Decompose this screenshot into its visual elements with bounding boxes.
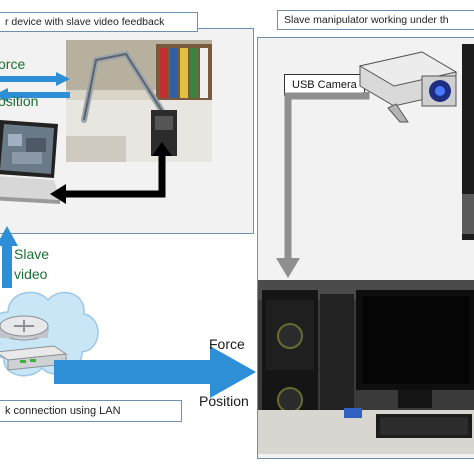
lan-connection-caption: k connection using LAN [0,400,182,422]
slave-robot-photo [462,44,474,240]
workstation-photo [258,280,474,454]
force-arrow [0,72,70,86]
video-feedback-arrow [50,142,172,204]
laptop-icon [0,120,60,204]
slave-video-label-line1: Slave [14,246,50,262]
slave-video-arrow [0,226,18,288]
master-force-label: orce [0,56,26,72]
position-arrow [0,88,70,102]
lan-force-label: Force [209,336,245,352]
camera-feed-arrow [276,92,370,278]
lan-force-position-arrow [54,346,256,398]
slave-video-label-line2: video [14,266,48,282]
lan-position-label: Position [199,393,249,409]
slave-panel-title: Slave manipulator working under th [277,10,474,30]
master-position-label: osition [0,93,39,109]
master-panel-title: r device with slave video feedback [0,12,198,32]
usb-camera-icon [358,51,458,123]
network-cloud-icon [0,291,99,377]
robot-arm-photo [66,40,212,162]
